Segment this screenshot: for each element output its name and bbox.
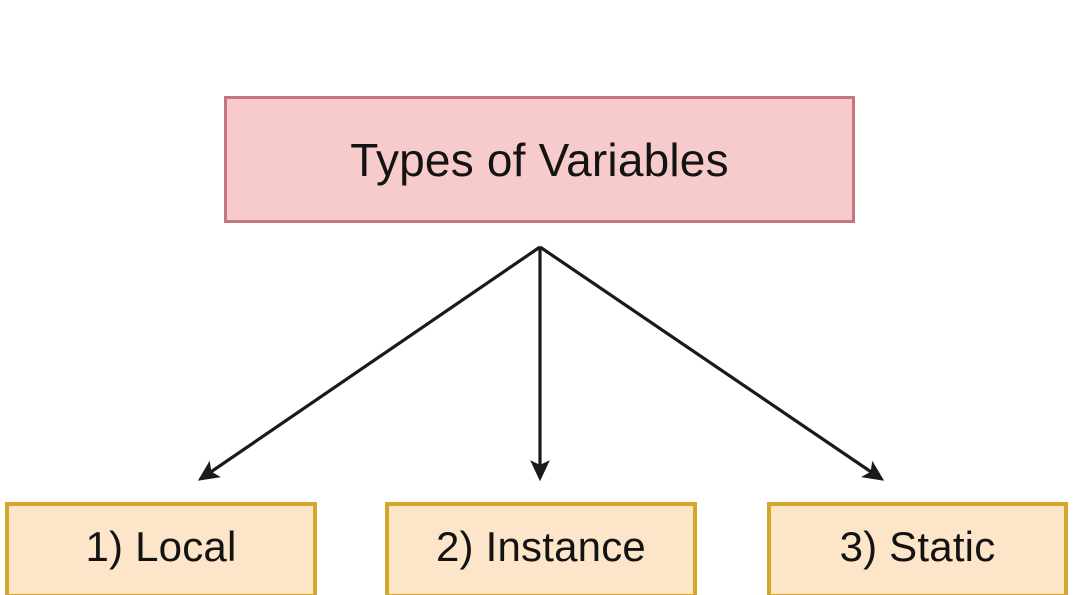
- node-instance: 2) Instance: [385, 502, 697, 595]
- node-label-static: 3) Static: [839, 523, 996, 570]
- node-local: 1) Local: [5, 502, 317, 595]
- node-label-instance: 2) Instance: [436, 523, 646, 570]
- node-label-root: Types of Variables: [350, 133, 729, 186]
- node-label-local: 1) Local: [85, 523, 237, 570]
- arrow-root-to-local: [197, 245, 541, 481]
- node-types-of-variables: Types of Variables: [224, 96, 855, 223]
- arrow-root-to-static: [539, 245, 885, 481]
- node-static: 3) Static: [767, 502, 1068, 595]
